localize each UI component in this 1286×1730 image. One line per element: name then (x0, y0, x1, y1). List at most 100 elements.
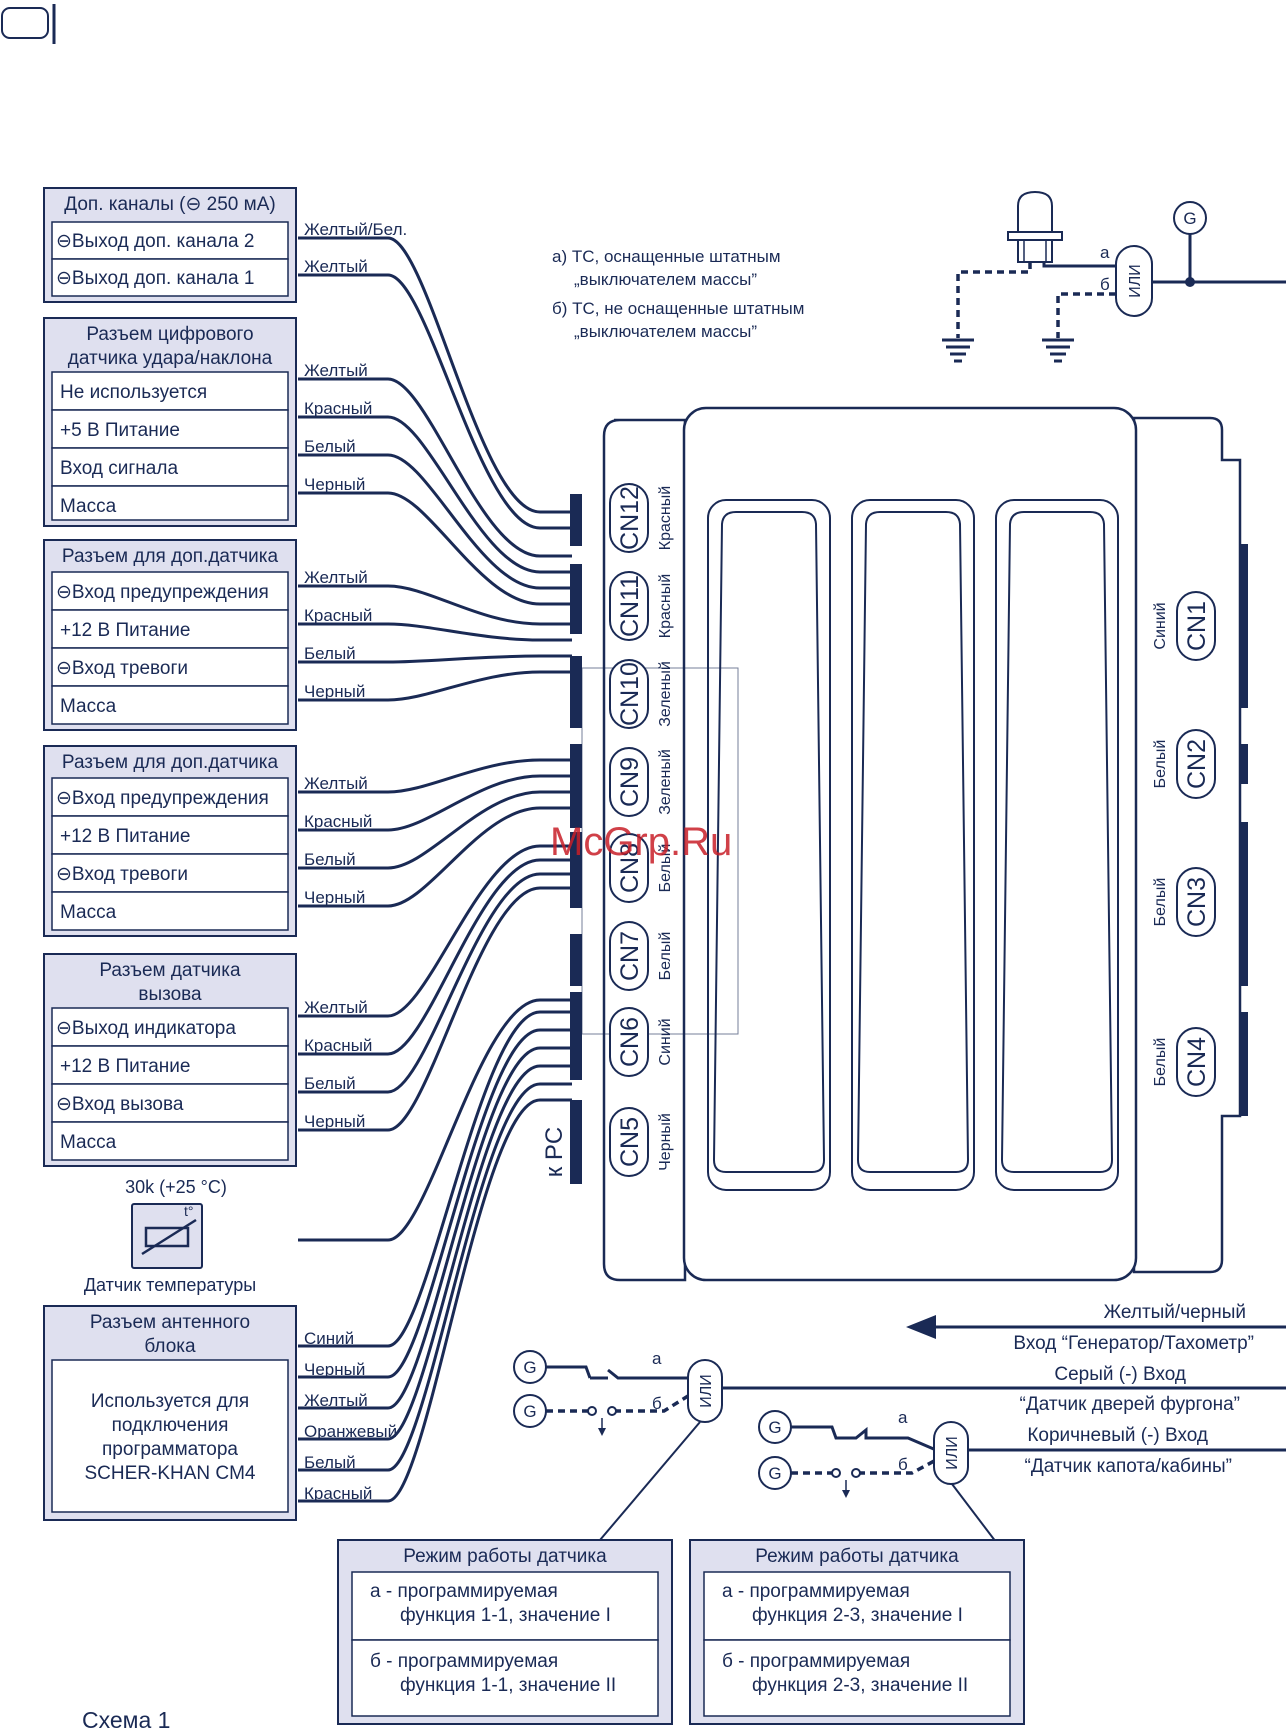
connector-pin (570, 1100, 582, 1184)
page-corner-tab (1, 7, 49, 39)
block-antenna: Разъем антенного блока Используется для … (43, 1305, 397, 1521)
connector-id: CN1 (1183, 601, 1211, 651)
wire-label: Желтый (304, 998, 368, 1017)
row-label: +5 В Питание (60, 420, 180, 441)
connector-color: Белый (657, 844, 674, 893)
row-frame (351, 1571, 659, 1641)
row-frame (351, 1639, 659, 1717)
wire-name: Желтый/черный (1104, 1302, 1246, 1323)
row-label: ⊖Выход индикатора (56, 1018, 236, 1039)
harness-wire (298, 774, 572, 832)
generator-label: G (768, 1418, 781, 1437)
switch-contact (831, 1468, 841, 1478)
connector-pin (570, 656, 582, 728)
lamp-icon (1007, 190, 1063, 263)
harness-wire (298, 491, 572, 606)
antenna-note: подключения (112, 1415, 229, 1436)
wire-name: Коричневый (-) Вход (1027, 1425, 1208, 1446)
thermistor-body (144, 1226, 190, 1248)
ground-circuit: а б ИЛИ G (942, 190, 1286, 363)
harness-wire (298, 670, 572, 702)
connector-cn10: CN10 Зеленый (609, 659, 674, 729)
connector-cn11: CN11 Красный (609, 571, 674, 641)
wire-label: Оранжевый (304, 1422, 397, 1441)
row-frame (51, 777, 289, 817)
block-title: Разъем для доп.датчика (62, 752, 279, 773)
connector-cn8: CN8 Белый (609, 833, 674, 903)
slot-inner (1000, 511, 1114, 1173)
harness-wire (298, 790, 572, 870)
wire-label: Красный (304, 606, 372, 625)
row-label: ⊖Выход доп. канала 1 (56, 268, 254, 289)
note-line: „выключателем массы” (574, 270, 757, 289)
connector-pin (570, 564, 582, 634)
watermark: McGrp.Ru (550, 820, 733, 864)
wire-label: Синий (304, 1329, 354, 1348)
connector-id: CN12 (616, 486, 644, 550)
temp-sensor-value: 30k (+25 °C) (125, 1177, 227, 1197)
row-label: ⊖Вход предупреждения (56, 582, 269, 603)
row-label: Масса (60, 902, 117, 923)
harness-wire (298, 872, 572, 1094)
connector-pin (570, 494, 582, 546)
block-title: Доп. каналы (⊖ 250 мА) (64, 194, 275, 215)
branch-label-b: б (898, 1455, 908, 1474)
connector-cn6: CN6 Синий (609, 1007, 674, 1077)
row-frame (51, 409, 289, 449)
mode-option: б - программируемая (370, 1651, 558, 1672)
block-title: блока (144, 1336, 196, 1357)
or-gate-label: ИЛИ (944, 1436, 961, 1470)
row-label: Вход сигнала (60, 458, 178, 479)
temperature-sensor: 30k (+25 °C) t° Датчик температуры (84, 1177, 256, 1295)
or-gate-label: ИЛИ (1127, 264, 1144, 298)
row-frame (51, 1083, 289, 1123)
note-line: „выключателем массы” (574, 322, 757, 341)
mode-option: а - программируемая (370, 1581, 558, 1602)
switch-a (791, 1425, 937, 1452)
connector-pin (1240, 1012, 1248, 1116)
wire-a (1042, 262, 1116, 268)
row-frame (703, 1571, 1011, 1641)
harness-wire (298, 1082, 572, 1472)
connector-cn5: CN5 Черный (609, 1107, 674, 1177)
block-extra-channels: Доп. каналы (⊖ 250 мА) ⊖Выход доп. канал… (43, 187, 407, 303)
or-gate (687, 1359, 723, 1423)
row-label: ⊖Вход вызова (56, 1094, 184, 1115)
harness-wire (298, 1098, 572, 1503)
thermistor-icon (131, 1203, 203, 1269)
wire-label: Черный (304, 1112, 365, 1131)
connector-cn2: CN2 Белый (1152, 729, 1216, 799)
row-label: Масса (60, 696, 117, 717)
row-frame (51, 1121, 289, 1161)
dashed-wire (1056, 292, 1116, 338)
harness-wire (298, 377, 572, 558)
thermistor-symbol: t° (184, 1203, 194, 1219)
harness-wires (298, 236, 572, 1503)
connector-pin (1240, 744, 1248, 784)
switch-b (546, 1394, 689, 1413)
wire-label: Желтый (304, 257, 368, 276)
slot-outer (995, 499, 1119, 1191)
wire-label: Белый (304, 644, 356, 663)
branch-label-a: а (1100, 243, 1110, 262)
mode-option: а - программируемая (722, 1581, 910, 1602)
connector-id: CN4 (1183, 1037, 1211, 1087)
wire-label: Черный (304, 475, 365, 494)
connector-color: Красный (657, 574, 674, 638)
connector-color: Белый (1152, 740, 1169, 789)
row-frame (51, 815, 289, 855)
arrow-down-icon (598, 1428, 606, 1436)
connector-id: CN3 (1183, 877, 1211, 927)
row-label: +12 В Питание (60, 620, 190, 641)
slot-inner (712, 511, 826, 1173)
generator-label: G (523, 1358, 536, 1377)
wire-label: Желтый (304, 774, 368, 793)
row-label: Масса (60, 1132, 117, 1153)
connector-id: CN7 (616, 931, 644, 981)
unit-body (682, 406, 1138, 1282)
note-line: а) ТС, оснащенные штатным (552, 247, 781, 266)
connector-id: CN8 (616, 843, 644, 893)
row-label: ⊖Вход тревоги (56, 864, 188, 885)
block-title: Разъем датчика (99, 960, 241, 981)
